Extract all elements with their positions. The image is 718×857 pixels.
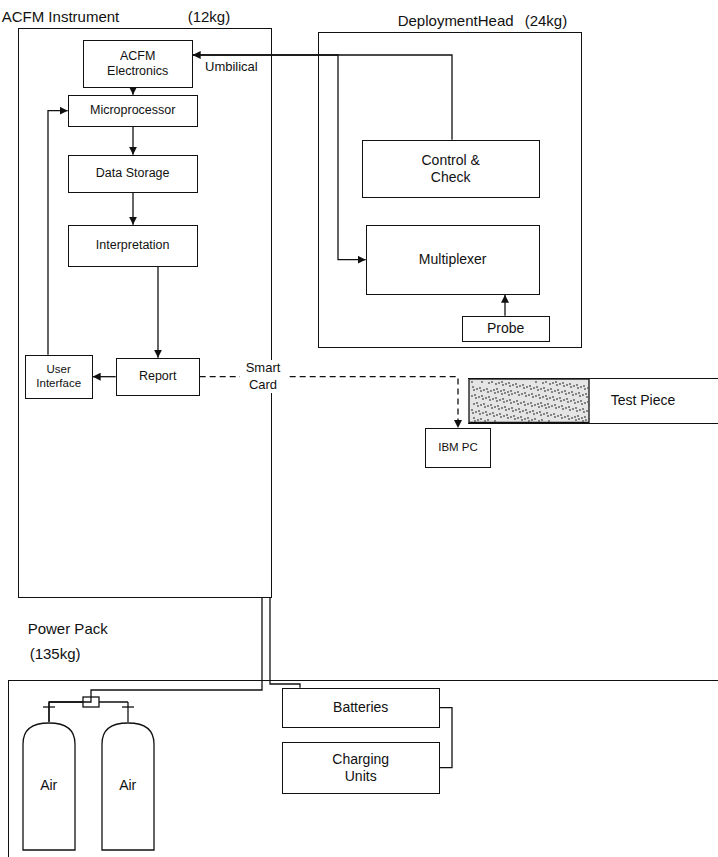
group-title: DeploymentHead [398,12,514,30]
box-label: IBM PC [438,441,478,455]
connector [132,193,133,225]
group-title: ACFM Instrument [2,8,120,26]
box-label: Multiplexer [419,251,487,268]
air-cylinder: Air [22,722,76,850]
process-box: User Interface [25,355,93,399]
connector [504,295,505,316]
group-title: (24kg) [525,12,568,30]
process-box: Probe [462,316,550,342]
group-title: Power Pack [28,620,108,638]
connector [200,377,458,428]
connector [93,376,116,377]
connector [193,55,366,260]
box-label: Charging Units [326,751,396,785]
box-label: Air [119,777,136,794]
group-title: (135kg) [30,645,81,663]
group-title: Test Piece [611,392,676,409]
process-box: Data Storage [68,155,198,193]
cylinder-neck [127,702,128,722]
test-piece-hatch [468,379,718,423]
box-label: Air [40,777,57,794]
process-box: Microprocessor [68,95,198,127]
connector [270,598,300,688]
group-box: Power Pack(135kg)AirAirBatteriesCharging… [8,680,718,857]
edge-label: Smart Card [240,360,286,393]
group-title: (12kg) [188,8,231,26]
process-box: Multiplexer [366,225,540,295]
connector [157,267,158,358]
process-box: Control & Check [362,140,540,198]
connector [49,598,262,722]
box-label: Batteries [333,699,388,716]
box-label: Interpretation [96,238,170,253]
process-box: Charging Units [282,742,440,794]
air-manifold [43,697,134,722]
box-label: Report [139,369,177,384]
box-label: Data Storage [96,166,170,181]
connector [132,88,133,95]
process-box: ACFM Electronics [83,40,193,88]
process-box: IBM PC [425,428,491,468]
process-box: Report [116,358,200,396]
group-box: DeploymentHead(24kg)Control & CheckMulti… [318,32,582,348]
group-box: ACFM Instrument(12kg)ACFM ElectronicsMic… [18,28,272,598]
edge-label: Umbilical [205,59,258,75]
process-box: Batteries [282,688,440,728]
connector [132,127,133,155]
air-cylinder: Air [101,722,155,850]
box-label: Probe [487,320,524,337]
box-label: ACFM Electronics [98,49,178,79]
cylinder-valve [122,706,134,707]
connector [48,111,68,355]
box-label: User Interface [31,363,87,391]
box-label: Microprocessor [90,103,175,118]
group-box: Test Piece [468,378,718,424]
process-box: Interpretation [68,225,198,267]
connector [193,55,452,140]
connector [440,708,452,768]
box-label: Control & Check [411,152,491,186]
